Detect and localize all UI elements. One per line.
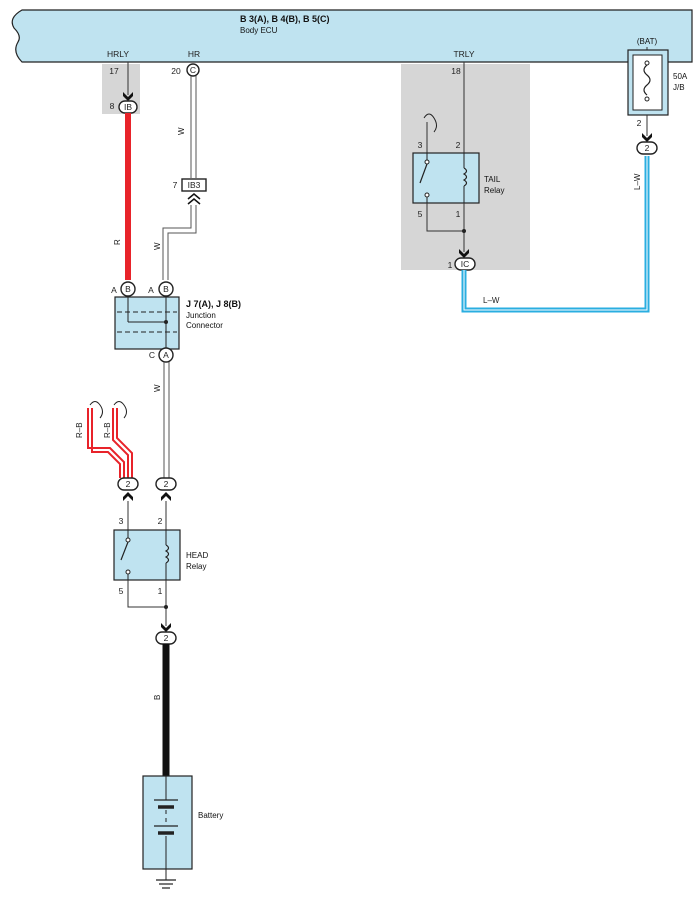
wire-label-lw-v: L–W <box>633 173 642 190</box>
tail-relay: 3 2 TAIL Relay 5 1 <box>412 140 504 219</box>
wire-label-lw-h: L–W <box>483 296 500 305</box>
fuse-icon <box>643 64 651 96</box>
head-connector-right <box>155 477 177 491</box>
junction-pin-c: C <box>149 350 155 360</box>
tail-relay-pin5: 5 <box>418 209 423 219</box>
ib3-pin-label: 7 <box>173 180 178 190</box>
body-ecu: B 3(A), B 4(B), B 5(C) Body ECU HRLY HR … <box>11 9 693 63</box>
junction-conn-a-bottom: A <box>163 350 169 360</box>
ecu-subtitle: Body ECU <box>240 26 278 35</box>
fuse-rating: 50A <box>673 72 688 81</box>
ground-icon <box>156 869 176 889</box>
head-relay-label1: HEAD <box>186 551 208 560</box>
tail-relay-label1: TAIL <box>484 175 501 184</box>
fuse-source-label: (BAT) <box>637 37 658 46</box>
connector-ib3-label: IB3 <box>188 180 201 190</box>
wire-label-w2: W <box>153 242 162 250</box>
junction-line2: Connector <box>186 321 223 330</box>
tail-relay-pin3: 3 <box>418 140 423 150</box>
wire-label-w1: W <box>177 127 186 135</box>
head-relay-pin3: 3 <box>119 516 124 526</box>
fuse-block: J/B <box>673 83 685 92</box>
head-connector-left-label: 2 <box>126 479 131 489</box>
head-connector-right-label: 2 <box>164 479 169 489</box>
junction-conn-b-left: B <box>125 284 131 294</box>
junction-title: J 7(A), J 8(B) <box>186 299 241 309</box>
junction-conn-b-right: B <box>163 284 169 294</box>
junction-connector: A B A B J 7(A), J 8(B) Junction Connecto… <box>111 281 241 363</box>
terminal-hr-label: HR <box>188 49 200 59</box>
ic-pin-label: 1 <box>448 260 453 270</box>
head-relay-pin2: 2 <box>158 516 163 526</box>
battery-label: Battery <box>198 811 223 820</box>
tail-relay-pin1: 1 <box>456 209 461 219</box>
junction-pin-a-right: A <box>148 285 154 295</box>
tail-relay-coil-icon <box>462 167 468 187</box>
battery: Battery <box>142 775 223 870</box>
connector-c-label: C <box>190 65 196 75</box>
tail-relay-pin2: 2 <box>456 140 461 150</box>
wire-label-b: B <box>153 695 162 700</box>
terminal-hrly-label: HRLY <box>107 49 129 59</box>
head-connector-bottom-label: 2 <box>164 633 169 643</box>
head-relay-label2: Relay <box>186 562 206 571</box>
head-relay-coil-icon <box>164 544 170 564</box>
head-connector-left <box>117 477 139 491</box>
connector-ib-label: IB <box>124 102 132 112</box>
connector-c-circle <box>186 63 200 77</box>
junction-line1: Junction <box>186 311 216 320</box>
head-relay: 3 2 HEAD Relay 5 1 <box>113 516 208 596</box>
wire-label-rb2: R–B <box>103 422 112 438</box>
pin-17: 17 <box>109 66 119 76</box>
head-relay-pin5: 5 <box>119 586 124 596</box>
connector-ib3-arrow <box>187 193 201 205</box>
tail-relay-label2: Relay <box>484 186 504 195</box>
connector-arrow-ib <box>123 92 133 101</box>
connector-ib3 <box>181 178 207 192</box>
fuse-jb: (BAT) 50A J/B <box>627 37 688 116</box>
junction-pin-a-left: A <box>111 285 117 295</box>
terminal-trly-label: TRLY <box>453 49 474 59</box>
head-relay-pin1: 1 <box>158 586 163 596</box>
jb-pin-label: 2 <box>637 118 642 128</box>
pin-20: 20 <box>171 66 181 76</box>
wire-label-w3: W <box>153 384 162 392</box>
ecu-title: B 3(A), B 4(B), B 5(C) <box>240 14 330 24</box>
connector-jb <box>636 141 658 155</box>
wire-label-rb1: R–B <box>75 422 84 438</box>
pin-18: 18 <box>451 66 461 76</box>
ib-pin-label: 8 <box>110 101 115 111</box>
connector-jb-label: 2 <box>645 143 650 153</box>
wire-label-r: R <box>113 239 122 245</box>
connector-ic-label: IC <box>461 259 470 269</box>
wires-rb: R–B R–B <box>75 401 133 478</box>
